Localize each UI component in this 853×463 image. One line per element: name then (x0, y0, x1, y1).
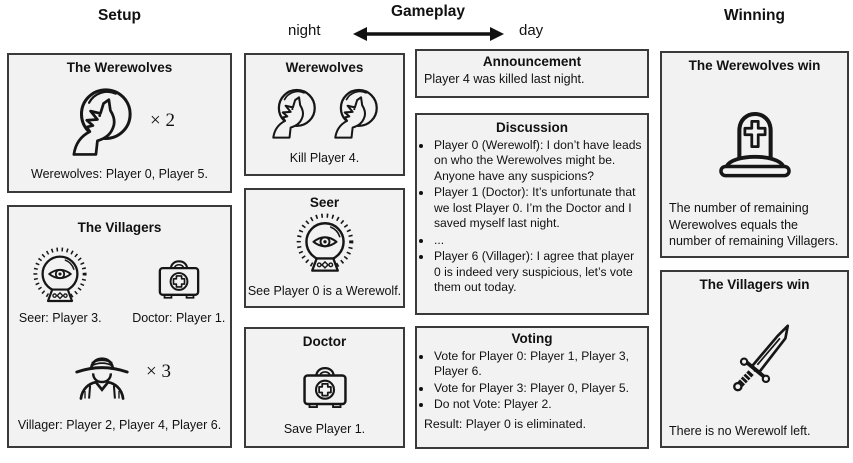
setup-header: Setup (97, 7, 142, 24)
setup-werewolves-box: The Werewolves × 2 Werewolves: Player 0,… (7, 53, 232, 193)
werewolf-count: × 2 (150, 110, 175, 132)
sword-icon (716, 318, 794, 396)
discussion-item: ... (433, 233, 643, 248)
werewolves-win-text: The number of remaining Werewolves equal… (669, 201, 839, 248)
tombstone-icon (709, 91, 801, 183)
gameplay-doctor-caption: Save Player 1. (283, 422, 366, 437)
gameplay-doctor-box: Doctor Save Player 1. (244, 327, 405, 448)
discussion-item: Player 0 (Werewolf): I don’t have leads … (433, 138, 643, 184)
discussion-title: Discussion (495, 120, 569, 135)
howling-wolf-moon-icon (64, 83, 140, 159)
voting-list: Vote for Player 0: Player 1, Player 3, P… (417, 349, 647, 414)
day-label: day (519, 22, 544, 39)
setup-werewolves-title: The Werewolves (66, 60, 173, 75)
announcement-text: Player 4 was killed last night. (424, 72, 585, 86)
voting-item: Do not Vote: Player 2. (433, 397, 643, 412)
gameplay-doctor-title: Doctor (302, 334, 347, 349)
setup-villagers-title: The Villagers (77, 219, 162, 235)
gameplay-seer-box: Seer See Player 0 is a Werewolf. (244, 188, 405, 308)
voting-box: Voting Vote for Player 0: Player 1, Play… (415, 326, 649, 449)
doctor-caption: Doctor: Player 1. (132, 310, 226, 325)
werewolves-win-box: The Werewolves win The number of remaini… (660, 51, 849, 258)
first-aid-kit-icon (150, 249, 208, 307)
voting-title: Voting (511, 331, 553, 346)
discussion-item: Player 6 (Villager): I agree that player… (433, 249, 643, 295)
winning-header: Winning (724, 7, 785, 24)
discussion-list: Player 0 (Werewolf): I don’t have leads … (417, 138, 647, 297)
villagers-win-text: There is no Werewolf left. (669, 423, 811, 438)
setup-villagers-caption: Villager: Player 2, Player 4, Player 6. (17, 417, 222, 432)
doctor-setup-cell: Doctor: Player 1. (128, 247, 231, 327)
farmer-icon (68, 338, 136, 406)
night-day-arrow-icon (352, 26, 505, 42)
villagers-win-title: The Villagers win (699, 277, 810, 292)
voting-item: Vote for Player 3: Player 0, Player 5. (433, 381, 643, 396)
gameplay-werewolves-box: Werewolves Kill Player 4. (244, 53, 405, 176)
setup-werewolves-caption: Werewolves: Player 0, Player 5. (31, 167, 208, 182)
voting-item: Vote for Player 0: Player 1, Player 3, P… (433, 349, 643, 380)
gameplay-header: Gameplay (390, 3, 466, 20)
gameplay-werewolves-caption: Kill Player 4. (289, 151, 360, 166)
gameplay-werewolves-title: Werewolves (285, 60, 364, 75)
gameplay-seer-title: Seer (309, 195, 340, 210)
setup-villagers-box: The Villagers Seer: Player 3. Doctor: Pl… (7, 205, 232, 448)
gameplay-seer-caption: See Player 0 is a Werewolf. (247, 284, 402, 299)
discussion-item: Player 1 (Doctor): It’s unfortunate that… (433, 185, 643, 231)
villager-count: × 3 (146, 360, 171, 382)
seer-setup-cell: Seer: Player 3. (9, 247, 112, 327)
seer-caption: Seer: Player 3. (18, 310, 102, 325)
night-label: night (288, 22, 321, 39)
voting-result: Result: Player 0 is eliminated. (424, 416, 586, 431)
announcement-box: Announcement Player 4 was killed last ni… (415, 49, 649, 98)
werewolves-win-title: The Werewolves win (688, 58, 821, 73)
first-aid-kit-icon (294, 355, 356, 417)
villagers-win-box: The Villagers win There is no Werewolf l… (660, 270, 849, 448)
howling-wolf-moon-icon (328, 85, 384, 141)
howling-wolf-moon-icon (266, 85, 322, 141)
announcement-title: Announcement (482, 54, 582, 69)
crystal-ball-icon (293, 213, 357, 277)
crystal-ball-icon (30, 247, 90, 307)
discussion-box: Discussion Player 0 (Werewolf): I don’t … (415, 113, 649, 315)
